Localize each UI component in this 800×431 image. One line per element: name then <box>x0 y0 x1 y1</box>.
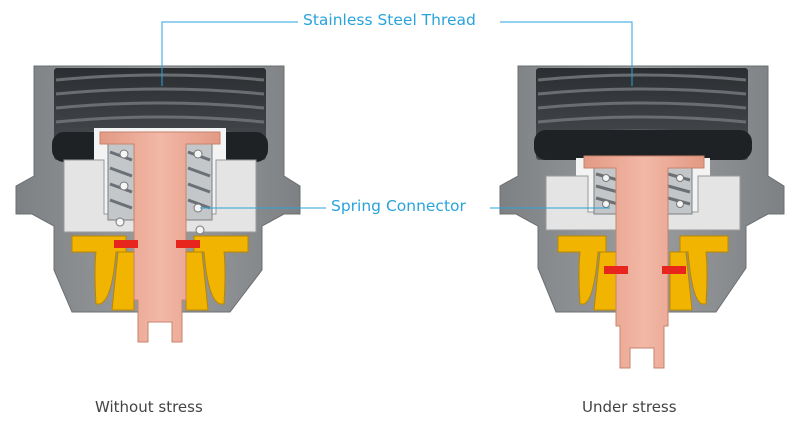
right-seal-mark <box>662 266 686 274</box>
connector-under-stress <box>499 65 785 369</box>
left-contact <box>71 235 249 311</box>
left-seal-mark <box>176 240 200 248</box>
thread-label: Stainless Steel Thread <box>300 11 479 29</box>
thread-leader-left <box>161 21 298 86</box>
spring-connector-label: Spring Connector <box>328 197 469 215</box>
right-seal-ring <box>534 130 752 160</box>
connector-without-stress <box>15 65 301 343</box>
left-springs <box>107 141 213 235</box>
left-seal-mark <box>114 240 138 248</box>
caption-under-stress: Under stress <box>582 398 677 416</box>
thread-leader-right <box>500 21 633 86</box>
caption-without-stress: Without stress <box>95 398 203 416</box>
callout-lines <box>161 21 633 209</box>
right-seal-mark <box>604 266 628 274</box>
